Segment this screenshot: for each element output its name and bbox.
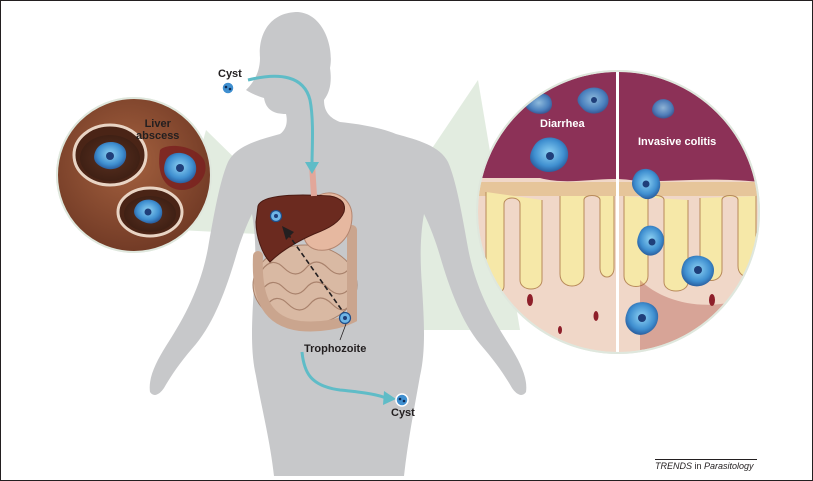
colon-trophozoite-3 — [530, 137, 569, 172]
liver-abscess-label-line2: abscess — [136, 130, 180, 142]
hematogenous-spread-arrow — [287, 233, 347, 317]
liver-abscess-label: Liver abscess — [136, 118, 179, 142]
liver-abscess-label-line1: Liver — [144, 118, 171, 130]
cyst-icon-top — [221, 81, 235, 95]
invasive-colitis-label: Invasive colitis — [638, 136, 717, 148]
cyst-icon-bottom — [395, 393, 409, 407]
colon-callout — [476, 70, 760, 354]
ingestion-arrowhead — [305, 162, 319, 174]
diarrhea-label: Diarrhea — [540, 118, 585, 130]
excretion-arrowhead — [383, 391, 396, 405]
journal-credit: TRENDS in Parasitology — [655, 459, 757, 471]
trophozoite-label: Trophozoite — [304, 343, 367, 355]
trophozoite-icon-colon — [338, 311, 352, 325]
cyst-label-top: Cyst — [218, 68, 242, 80]
colon-trophozoite-4 — [652, 99, 675, 119]
journal-in: in — [692, 461, 705, 471]
colon-trophozoite-6 — [637, 225, 664, 256]
spread-arrowhead — [282, 226, 294, 240]
intestines — [252, 225, 358, 332]
cyst-label-bottom: Cyst — [391, 407, 415, 419]
journal-prefix: TRENDS — [655, 461, 693, 471]
excretion-path-arrow — [300, 351, 387, 400]
abscess-trophozoite-3 — [134, 199, 163, 224]
colon-trophozoite-5 — [632, 168, 661, 200]
colon-trophozoite-2 — [577, 87, 609, 114]
trophozoite-leader-line — [339, 323, 347, 341]
journal-name: Parasitology — [704, 461, 754, 471]
trophozoite-icon-liver — [269, 209, 283, 223]
abscess-trophozoite-1 — [94, 141, 127, 170]
ingestion-path-arrow — [247, 74, 314, 165]
abscess-trophozoite-2 — [164, 152, 197, 184]
colon-trophozoite-7 — [681, 255, 714, 287]
liver-abscess-callout — [56, 97, 212, 253]
colon-trophozoite-8 — [625, 302, 659, 335]
